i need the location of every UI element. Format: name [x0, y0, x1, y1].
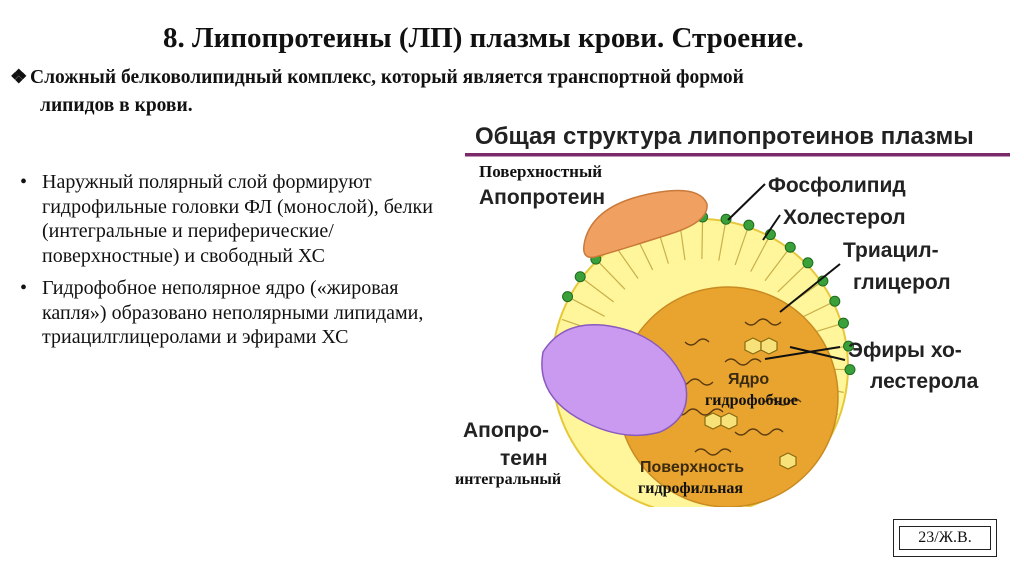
integral-apoprotein — [541, 324, 688, 437]
bullet-list: • Наружный полярный слой формируют гидро… — [18, 170, 438, 358]
label-apopro-1: Апопро- — [463, 419, 549, 442]
label-surface-serif: Поверхностный — [479, 162, 602, 181]
figure-heading: Общая структура липопротеинов плазмы — [475, 123, 974, 150]
phospholipid-head — [743, 219, 755, 231]
label-phospholipid: Фосфолипид — [768, 174, 906, 197]
label-surface-word: Поверхность — [640, 459, 744, 476]
phospholipid-tail — [734, 228, 749, 266]
definition-line-1: Сложный белковолипидный комплекс, которы… — [30, 67, 744, 88]
bullet-text: Наружный полярный слой формируют гидрофи… — [42, 171, 433, 267]
diamond-bullet-icon: ❖ — [10, 67, 28, 88]
label-cholesterol: Холестерол — [783, 206, 906, 229]
phospholipid-head — [829, 295, 841, 307]
slide-title: 8. Липопротеины (ЛП) плазмы крови. Строе… — [163, 22, 804, 54]
triacylglycerol-molecules — [664, 318, 802, 456]
phospholipid-head — [843, 340, 855, 352]
phospholipid-tail — [750, 237, 770, 272]
phospholipid-head — [844, 364, 856, 376]
phospholipid-head — [802, 257, 814, 269]
label-esters-2: лестерола — [870, 370, 979, 393]
label-triacyl-1: Триацил- — [843, 239, 939, 262]
phospholipid-head — [784, 241, 796, 253]
label-apopro-2: теин — [500, 447, 548, 470]
phospholipid-tail — [583, 278, 615, 303]
phospholipid-tail — [570, 297, 605, 317]
cholesterol-ester-rings — [704, 337, 797, 470]
label-hydrophobic: гидрофобное — [705, 392, 798, 409]
page-reference-text: 23/Ж.В. — [899, 526, 991, 550]
phospholipid-tail — [764, 250, 789, 282]
label-hydrophilic: гидрофильная — [638, 480, 743, 497]
phospholipid-head — [837, 317, 849, 329]
label-esters-1: Эфиры хо- — [848, 339, 962, 362]
phospholipid-tail — [598, 261, 626, 290]
bullet-text: Гидрофобное неполярное ядро («жировая ка… — [42, 277, 424, 348]
phospholipid-head — [562, 291, 574, 303]
definition-line-2: липидов в крови. — [40, 95, 193, 116]
label-apoprotein-top: Апопротеин — [479, 186, 605, 209]
bullet-dot-icon: • — [20, 171, 28, 193]
heading-rule — [465, 153, 1010, 157]
phospholipid-tail — [777, 265, 806, 293]
lipoprotein-structure-figure: Общая структура липопротеинов плазмы — [445, 112, 1020, 516]
phospholipid-tail — [701, 221, 704, 260]
definition-point: ❖Сложный белковолипидный комплекс, котор… — [10, 64, 1000, 120]
bullet-dot-icon: • — [20, 277, 28, 299]
label-pointers — [727, 183, 846, 361]
peripheral-apoprotein — [583, 189, 708, 259]
bullet-item-outer-layer: • Наружный полярный слой формируют гидро… — [18, 170, 438, 268]
label-triacyl-2: глицерол — [853, 271, 951, 294]
label-core: Ядро — [728, 371, 769, 388]
phospholipid-head — [720, 213, 732, 225]
bullet-item-core: • Гидрофобное неполярное ядро («жировая … — [18, 276, 438, 350]
phospholipid-tail — [615, 247, 639, 279]
phospholipid-tail — [718, 223, 726, 261]
label-integral: интегральный — [455, 471, 561, 488]
phospholipid-head — [574, 271, 586, 283]
page-reference: 23/Ж.В. — [893, 519, 997, 557]
